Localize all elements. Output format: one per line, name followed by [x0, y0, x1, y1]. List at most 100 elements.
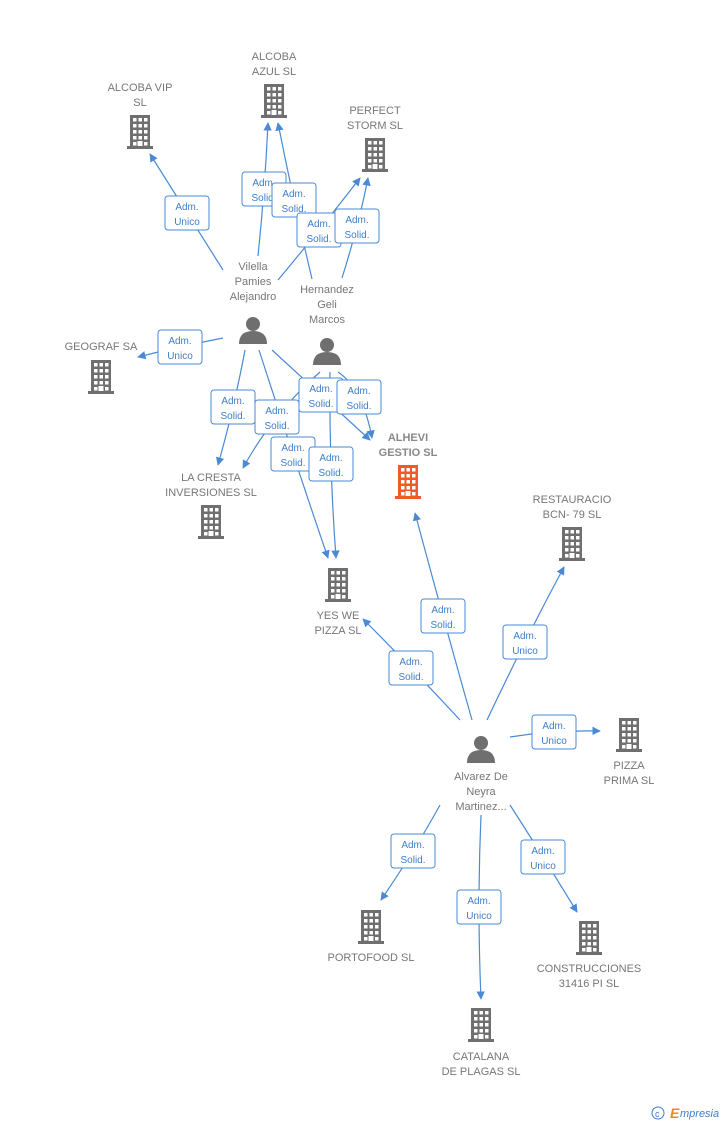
node-label: PORTOFOOD SL [327, 952, 414, 964]
role-label[interactable]: Adm.Unico [157, 329, 203, 365]
role-label[interactable]: Adm. Unico [520, 839, 566, 875]
role-text: Adm. [531, 846, 554, 857]
role-box [336, 379, 382, 415]
node-perfect_storm[interactable]: PERFECT STORM SL [347, 105, 403, 172]
role-label[interactable]: Adm. Solid. [420, 598, 466, 634]
node-alvarez[interactable]: Alvarez DeNeyraMartinez... [454, 736, 508, 813]
role-text: Unico [466, 911, 492, 922]
copyright-icon [651, 1106, 665, 1120]
node-yes_we_pizza[interactable]: YES WE PIZZA SL [314, 568, 362, 637]
role-text: Unico [530, 861, 556, 872]
role-label[interactable]: Adm.Solid. [271, 182, 317, 218]
role-text: Solid. [280, 458, 305, 469]
role-text: Solid. [400, 855, 425, 866]
node-alcoba_vip[interactable]: ALCOBA VIP SL [108, 82, 173, 149]
node-geograf[interactable]: GEOGRAF SA [65, 341, 138, 394]
role-box [334, 208, 380, 244]
role-text: Adm. [347, 386, 370, 397]
node-label: PRIMA SL [604, 775, 655, 787]
role-label[interactable]: Adm.Solid. [308, 446, 354, 482]
role-text: Solid. [308, 399, 333, 410]
node-label: PIZZA SL [314, 625, 361, 637]
role-text: Solid. [430, 620, 455, 631]
person-icon [239, 317, 267, 344]
node-label: SL [133, 97, 146, 109]
role-box [456, 889, 502, 925]
role-label[interactable]: Adm.Solid. [296, 212, 342, 248]
building-icon [362, 138, 388, 172]
node-label: INVERSIONES SL [165, 487, 257, 499]
building-icon [88, 360, 114, 394]
role-text: Solid. [251, 193, 276, 204]
role-text: Solid. [398, 672, 423, 683]
node-label: PERFECT [349, 105, 401, 117]
role-text: Solid. [220, 411, 245, 422]
building-icon [468, 1008, 494, 1042]
role-label[interactable]: Adm. Solid. [298, 377, 344, 413]
role-text: Adm. [319, 453, 342, 464]
brand-initial: E [670, 1105, 680, 1121]
role-text: Unico [512, 646, 538, 657]
node-label: Alejandro [230, 291, 276, 303]
role-text: Adm. [282, 189, 305, 200]
role-text: Adm. [221, 396, 244, 407]
role-label[interactable]: Adm.Unico [456, 889, 502, 925]
building-icon [325, 568, 351, 602]
role-box [520, 839, 566, 875]
role-box [254, 399, 300, 435]
role-text: Adm. [309, 384, 332, 395]
role-text: Unico [174, 217, 200, 228]
node-portofood[interactable]: PORTOFOOD SL [327, 910, 415, 964]
role-box [531, 714, 577, 750]
role-label[interactable]: Adm.Solid. [388, 650, 434, 686]
node-label: GESTIO SL [379, 447, 438, 459]
node-label: Martinez... [455, 801, 506, 813]
role-label[interactable]: Adm. Solid. [334, 208, 380, 244]
role-label[interactable]: Adm.Solid. [254, 399, 300, 435]
role-label[interactable]: Adm.Unico [531, 714, 577, 750]
node-label: CONSTRUCCIONES [537, 963, 642, 975]
role-text: Solid. [306, 234, 331, 245]
node-label: Hernandez [300, 284, 354, 296]
role-text: Adm. [345, 215, 368, 226]
role-label[interactable]: Adm.Unico [164, 195, 210, 231]
brand-name: mpresia [680, 1108, 719, 1120]
role-box [388, 650, 434, 686]
building-icon [616, 718, 642, 752]
node-label: RESTAURACIO [533, 494, 612, 506]
role-label[interactable]: Adm. Solid. [270, 436, 316, 472]
role-text: Adm. [281, 443, 304, 454]
role-label[interactable]: Adm.Solid. [336, 379, 382, 415]
role-label[interactable]: Adm.Unico [502, 624, 548, 660]
role-box [420, 598, 466, 634]
role-text: Solid. [264, 421, 289, 432]
copyright-symbol: c [655, 1109, 660, 1119]
role-text: Unico [167, 351, 193, 362]
role-text: Solid. [344, 230, 369, 241]
watermark: c E mpresia [651, 1105, 719, 1121]
role-text: Adm. [431, 605, 454, 616]
role-text: Adm. [401, 840, 424, 851]
building-icon [559, 527, 585, 561]
role-label[interactable]: Adm. Solid. [390, 833, 436, 869]
role-label[interactable]: Adm. Solid. [210, 389, 256, 425]
node-label: YES WE [317, 610, 360, 622]
node-label: ALCOBA VIP [108, 82, 173, 94]
person-icon [467, 736, 495, 763]
building-icon [127, 115, 153, 149]
node-label: STORM SL [347, 120, 403, 132]
role-box [164, 195, 210, 231]
person-icon [313, 338, 341, 365]
node-label: DE PLAGAS SL [442, 1066, 521, 1078]
